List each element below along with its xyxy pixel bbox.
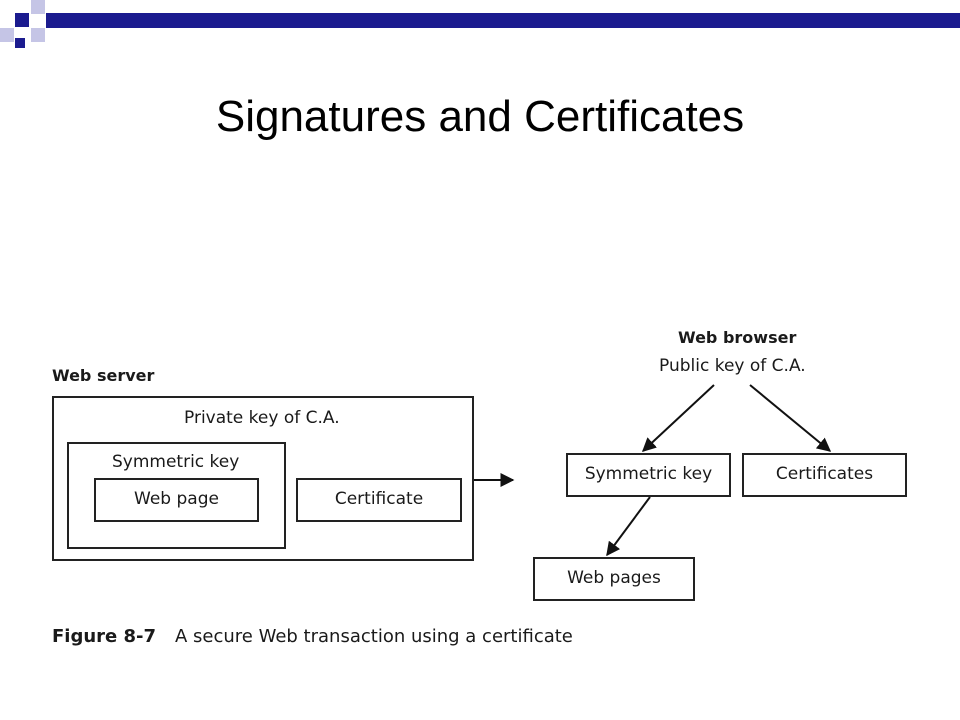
arrow-public-key-to-certificates xyxy=(749,384,832,452)
certificate-label: Certificate xyxy=(334,489,424,509)
deco-square-dark-1 xyxy=(15,13,29,27)
web-pages-label: Web pages xyxy=(567,568,661,588)
deco-header-bar xyxy=(46,13,960,28)
public-key-label: Public key of C.A. xyxy=(659,356,806,376)
web-server-heading: Web server xyxy=(52,366,155,385)
certificates-box xyxy=(742,453,907,497)
browser-symmetric-key-label: Symmetric key xyxy=(584,464,713,484)
certificates-label: Certificates xyxy=(775,464,874,484)
slide-title: Signatures and Certificates xyxy=(215,92,745,141)
deco-square-light-2 xyxy=(0,28,14,42)
web-page-box xyxy=(94,478,259,522)
figure-number: Figure 8-7 xyxy=(52,626,157,647)
web-browser-heading: Web browser xyxy=(678,328,797,347)
web-pages-box xyxy=(533,557,695,601)
deco-square-light-3 xyxy=(31,28,45,42)
arrow-public-key-to-symmetric-key xyxy=(641,384,715,452)
symmetric-key-box xyxy=(67,442,286,549)
figure-caption: A secure Web transaction using a certifi… xyxy=(175,626,573,647)
web-page-label: Web page xyxy=(134,489,219,509)
browser-symmetric-key-box xyxy=(566,453,731,497)
deco-square-light-1 xyxy=(31,0,45,14)
arrow-symmetric-key-to-web-pages xyxy=(606,496,651,557)
deco-square-dark-2 xyxy=(15,38,25,48)
private-key-label: Private key of C.A. xyxy=(184,408,340,428)
web-server-box xyxy=(52,396,474,561)
certificate-box xyxy=(296,478,462,522)
server-symmetric-key-label: Symmetric key xyxy=(112,452,240,472)
